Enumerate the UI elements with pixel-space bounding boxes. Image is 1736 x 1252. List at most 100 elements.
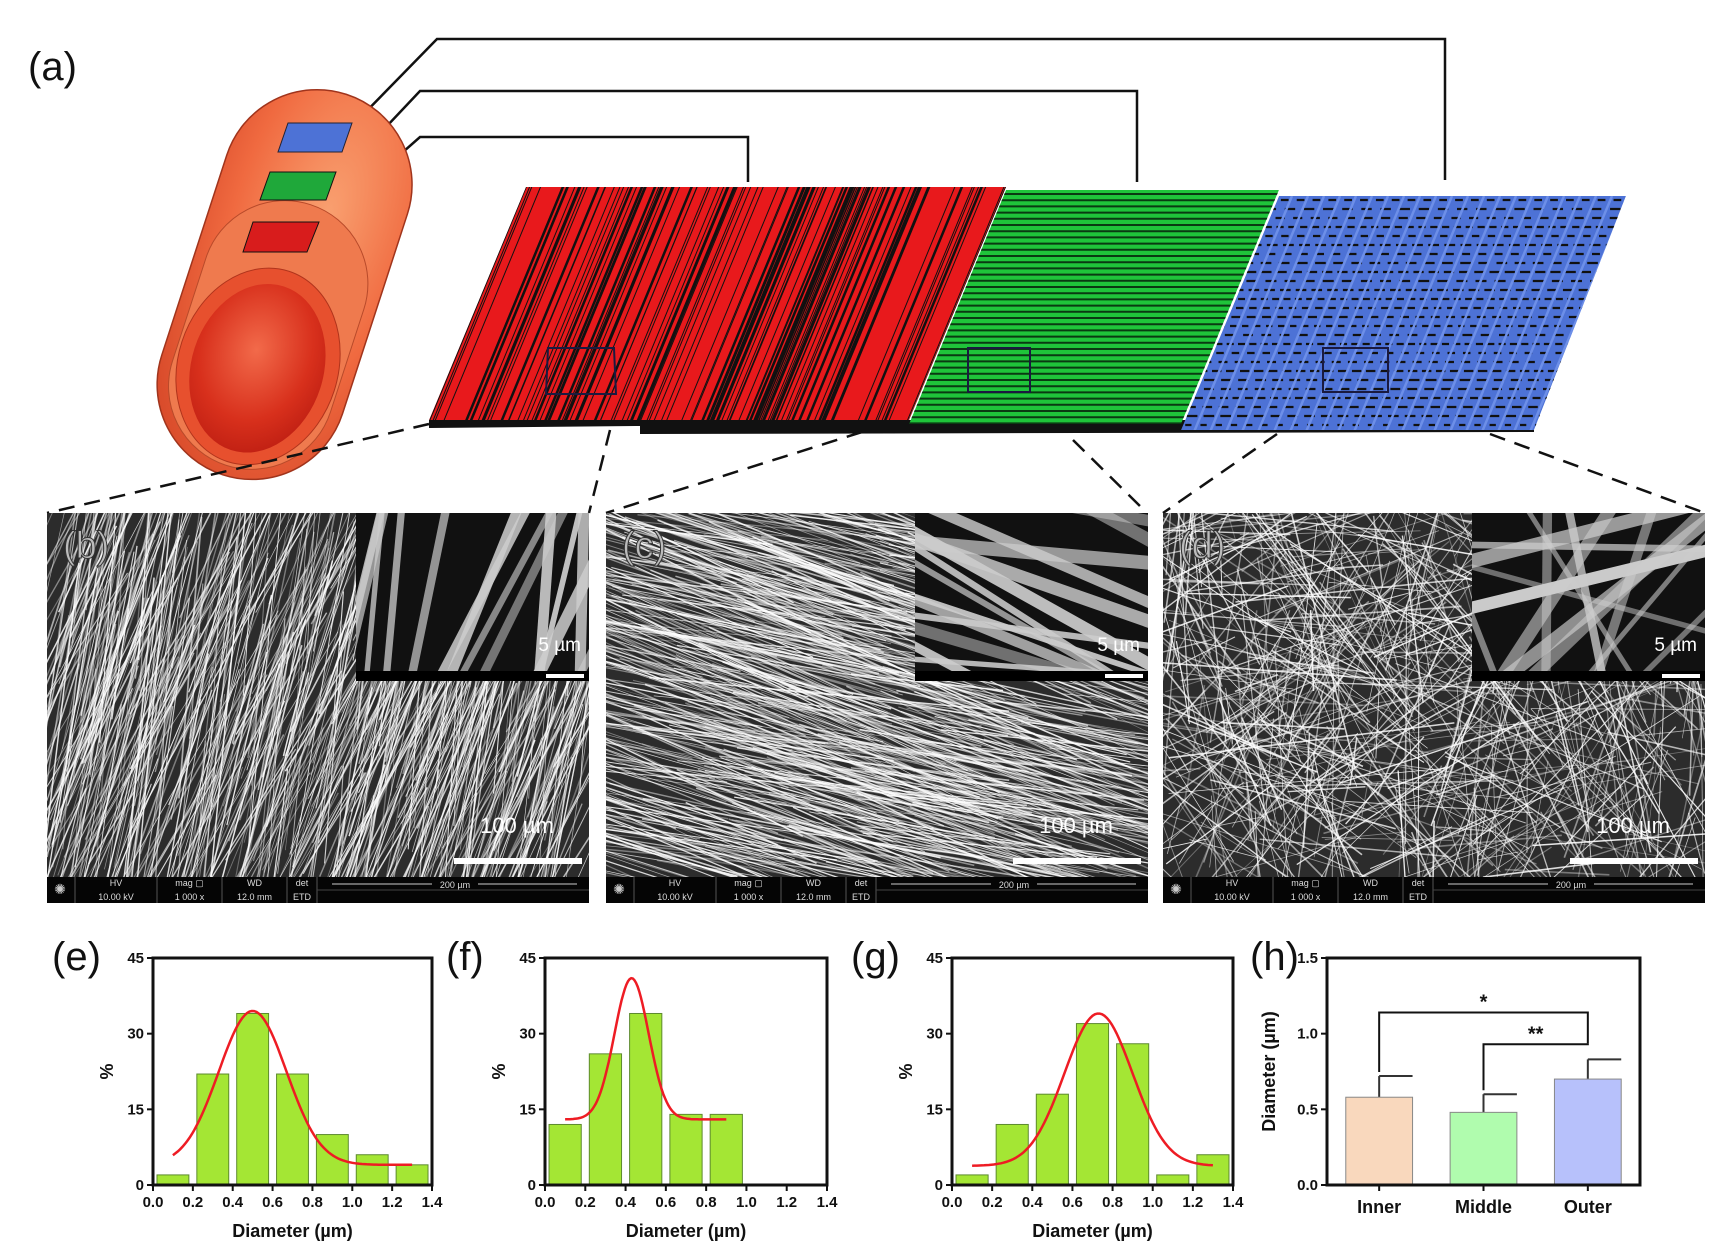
x-tick-label: 0.8 — [302, 1194, 323, 1211]
sem-inset: 5 µm — [356, 513, 589, 681]
histogram-bar — [196, 1073, 230, 1186]
databar-det-label: det — [296, 878, 309, 888]
databar-det-value: ETD — [852, 892, 871, 902]
histogram-bar — [355, 1154, 389, 1186]
histogram-bar — [955, 1174, 989, 1186]
databar-wd-label: WD — [247, 878, 262, 888]
databar-hfw: 200 µm — [999, 880, 1029, 890]
y-tick-label: 1.0 — [1297, 1026, 1318, 1043]
x-tick-label: 1.4 — [817, 1194, 839, 1211]
main-scale-label: 100 µm — [1596, 813, 1670, 838]
databar-hv-value: 10.00 kV — [657, 892, 693, 902]
y-tick-label: 0.5 — [1297, 1101, 1318, 1118]
scaffold-layers — [429, 187, 1626, 434]
y-tick-label: 30 — [519, 1026, 536, 1043]
databar-wd-label: WD — [806, 878, 821, 888]
y-tick-label: 15 — [127, 1101, 144, 1118]
significance-bracket — [1482, 1043, 1589, 1091]
y-tick-label: 0 — [528, 1177, 536, 1194]
histogram-bar — [1196, 1154, 1230, 1186]
y-tick-label: 0 — [136, 1177, 144, 1194]
plot-frame — [543, 956, 829, 1187]
histogram-bar — [629, 1012, 663, 1186]
outer-layer-sheet — [1181, 196, 1626, 430]
sem-inset: 5 µm — [1472, 513, 1705, 681]
databar-hfw: 200 µm — [440, 880, 470, 890]
main-scale-label: 100 µm — [480, 813, 554, 838]
x-axis-label: Diameter (µm) — [232, 1221, 352, 1241]
category-label: Outer — [1564, 1197, 1612, 1217]
x-tick-label: 0.0 — [535, 1194, 556, 1211]
significance-label: ** — [1528, 1023, 1544, 1045]
x-tick-label: 0.2 — [182, 1194, 203, 1211]
histogram-bar — [669, 1113, 703, 1186]
histogram-bar — [276, 1073, 309, 1186]
x-tick-label: 1.0 — [736, 1194, 757, 1211]
y-tick-label: 15 — [519, 1101, 536, 1118]
inner-layer-patch — [242, 221, 320, 253]
gaussian-fit-line — [565, 976, 727, 1121]
x-tick-label: 0.4 — [615, 1194, 637, 1211]
x-tick-label: 1.4 — [422, 1194, 444, 1211]
main-scale-label: 100 µm — [1039, 813, 1113, 838]
histogram-bar — [395, 1164, 429, 1186]
outer-zoom-box — [1322, 347, 1389, 393]
databar-det-label: det — [1412, 878, 1425, 888]
panel-label-e: (e) — [52, 935, 101, 979]
panel-label-f: (f) — [446, 935, 484, 979]
y-axis-label: % — [896, 1063, 916, 1079]
databar-wd-value: 12.0 mm — [1353, 892, 1388, 902]
sem-panel-label: (d) — [1179, 525, 1225, 567]
y-axis-label: Diameter (µm) — [1259, 1011, 1279, 1131]
y-tick-label: 30 — [127, 1026, 144, 1043]
x-tick-label: 0.8 — [1102, 1194, 1123, 1211]
y-tick-label: 0.0 — [1297, 1177, 1318, 1194]
histogram-bar — [1075, 1023, 1110, 1186]
x-axis-label: Diameter (µm) — [626, 1221, 746, 1241]
sem-panel-label: (b) — [63, 525, 109, 567]
blood-vessel-illustration — [156, 88, 413, 481]
databar-hv-label: HV — [1226, 878, 1239, 888]
databar-hv-label: HV — [669, 878, 682, 888]
databar-mag-label: mag ▢ — [734, 878, 763, 888]
x-tick-label: 0.4 — [222, 1194, 244, 1211]
databar-det-value: ETD — [1409, 892, 1428, 902]
histogram-bar — [548, 1123, 582, 1186]
x-tick-label: 0.0 — [942, 1194, 963, 1211]
category-label: Middle — [1455, 1197, 1512, 1217]
histogram-bar — [1116, 1043, 1150, 1186]
y-tick-label: 45 — [519, 950, 536, 967]
x-tick-label: 0.4 — [1022, 1194, 1044, 1211]
fei-logo-icon: ✺ — [1170, 881, 1182, 897]
panel-label-h: (h) — [1250, 935, 1299, 979]
x-axis-label: Diameter (µm) — [1032, 1221, 1152, 1241]
x-tick-label: 1.2 — [1182, 1194, 1203, 1211]
y-tick-label: 1.5 — [1297, 950, 1318, 967]
databar-wd-value: 12.0 mm — [796, 892, 831, 902]
x-tick-label: 0.6 — [262, 1194, 283, 1211]
databar-mag-label: mag ▢ — [1291, 878, 1320, 888]
histogram-bar — [1035, 1093, 1069, 1186]
panel-label-a: (a) — [28, 45, 77, 89]
middle-layer-patch — [259, 171, 337, 201]
gaussian-fit-line — [972, 1012, 1214, 1167]
y-axis-label: % — [489, 1063, 509, 1079]
sem-inset: 5 µm — [915, 513, 1148, 681]
y-tick-label: 45 — [127, 950, 144, 967]
databar-hv-value: 10.00 kV — [98, 892, 134, 902]
significance-label: * — [1480, 991, 1488, 1013]
x-tick-label: 0.0 — [143, 1194, 164, 1211]
bar-outer — [1553, 1078, 1622, 1186]
outer-layer-patch — [277, 122, 353, 153]
databar-hv-label: HV — [110, 878, 123, 888]
inset-scale-label: 5 µm — [1097, 635, 1140, 656]
x-tick-label: 0.6 — [1062, 1194, 1083, 1211]
histogram-bar — [995, 1123, 1029, 1186]
x-tick-label: 1.2 — [382, 1194, 403, 1211]
